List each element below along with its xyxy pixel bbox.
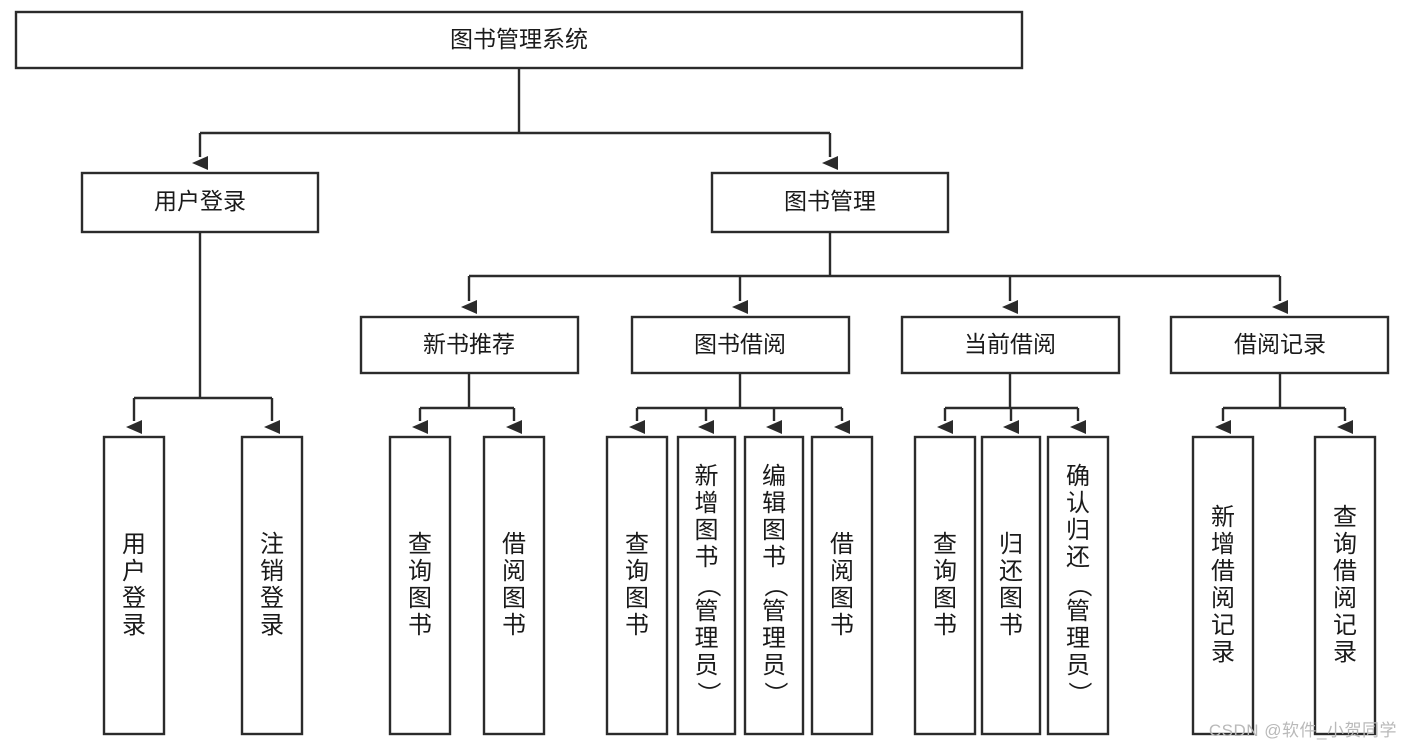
node-root[interactable] xyxy=(14,10,1024,70)
label-user-login: 用户登录 xyxy=(154,188,246,214)
node-leaf-query-book-3[interactable] xyxy=(913,435,977,736)
node-user-login[interactable] xyxy=(80,171,320,234)
node-leaf-borrow-book-2[interactable] xyxy=(810,435,874,736)
label-new-book-rec: 新书推荐 xyxy=(423,331,515,357)
horizontal-label-layer: 图书管理系统 用户登录 图书管理 新书推荐 图书借阅 当前借阅 借阅记录 xyxy=(154,26,1326,357)
node-leaf-return-book[interactable] xyxy=(980,435,1042,736)
node-leaf-query-book-2[interactable] xyxy=(605,435,669,736)
node-borrow-record[interactable] xyxy=(1169,315,1390,375)
node-leaf-user-logout[interactable] xyxy=(240,435,304,736)
label-root: 图书管理系统 xyxy=(450,26,588,52)
csdn-watermark: CSDN @软件_小贺同学 xyxy=(1208,721,1397,740)
label-current-borrow: 当前借阅 xyxy=(964,331,1056,357)
label-borrow-record: 借阅记录 xyxy=(1234,331,1326,357)
node-book-borrow[interactable] xyxy=(630,315,851,375)
node-leaf-confirm-return[interactable] xyxy=(1046,435,1110,736)
node-layer xyxy=(14,10,1390,736)
node-leaf-query-record[interactable] xyxy=(1313,435,1377,736)
node-leaf-add-book[interactable] xyxy=(676,435,737,736)
node-current-borrow[interactable] xyxy=(900,315,1121,375)
node-leaf-add-record[interactable] xyxy=(1191,435,1255,736)
node-leaf-query-book-1[interactable] xyxy=(388,435,452,736)
node-leaf-user-login[interactable] xyxy=(102,435,166,736)
label-book-borrow: 图书借阅 xyxy=(694,331,786,357)
connector-layer xyxy=(126,68,1353,434)
label-book-manage: 图书管理 xyxy=(784,188,876,214)
node-book-manage[interactable] xyxy=(710,171,950,234)
node-new-book-rec[interactable] xyxy=(359,315,580,375)
node-leaf-edit-book[interactable] xyxy=(743,435,805,736)
node-leaf-borrow-book-1[interactable] xyxy=(482,435,546,736)
